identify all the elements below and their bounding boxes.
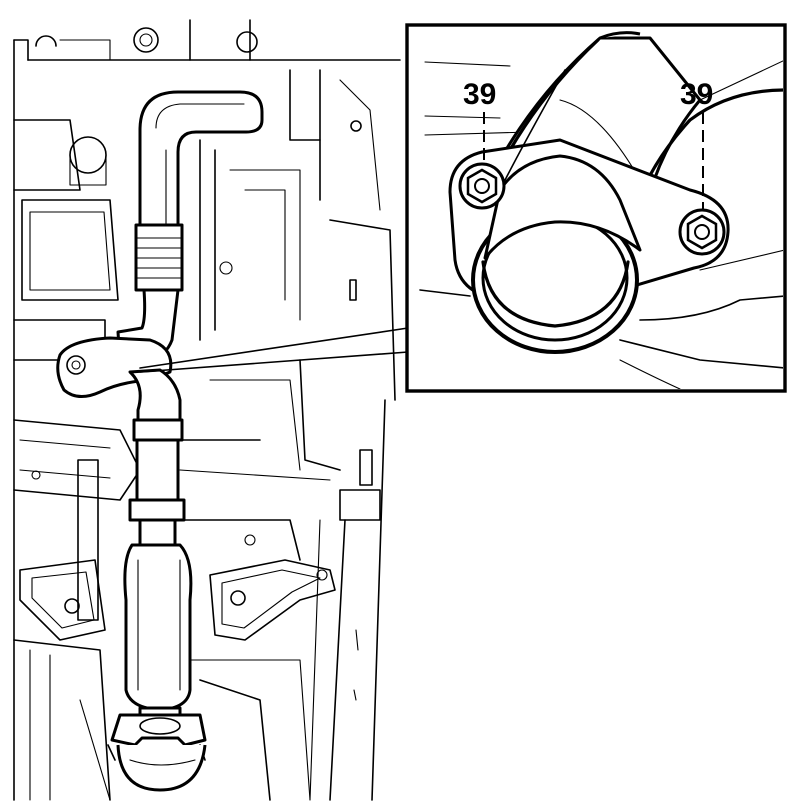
flange-nut-left xyxy=(458,162,506,210)
detail-inset: 39 39 xyxy=(405,23,787,393)
callout-label-left: 39 xyxy=(463,78,496,111)
flange-nut-right xyxy=(678,208,726,256)
inset-leader xyxy=(139,327,409,373)
underbody-structure xyxy=(13,19,401,801)
exhaust-pipe xyxy=(56,90,264,792)
callout-label-right: 39 xyxy=(680,78,713,111)
